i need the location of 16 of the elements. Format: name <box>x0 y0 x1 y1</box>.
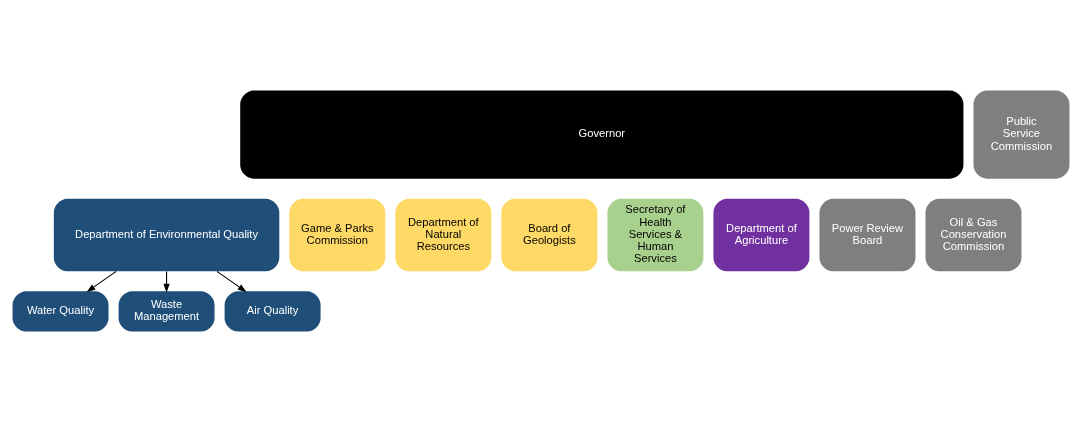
node-box: Oil & Gas Conservation Commission <box>925 198 1022 271</box>
node-box: Power Review Board <box>819 198 916 271</box>
node-box: Waste Management <box>118 290 215 332</box>
node-box: Department of Agriculture <box>713 198 810 271</box>
node-box: Governor <box>240 89 964 179</box>
node-box: Air Quality <box>224 290 321 332</box>
node-box: Secretary of Health Services & Human Services <box>607 198 704 271</box>
node-box: Water Quality <box>12 290 109 332</box>
node-box: Department of Natural Resources <box>395 198 492 271</box>
node-box: Department of Environmental Quality <box>53 198 280 271</box>
arrow <box>163 270 170 293</box>
arrow <box>216 270 247 292</box>
node-box: Board of Geologists <box>501 198 598 271</box>
arrow <box>86 270 117 292</box>
node-box: Game & Parks Commission <box>289 198 386 271</box>
node-box: Public Service Commission <box>973 89 1070 179</box>
